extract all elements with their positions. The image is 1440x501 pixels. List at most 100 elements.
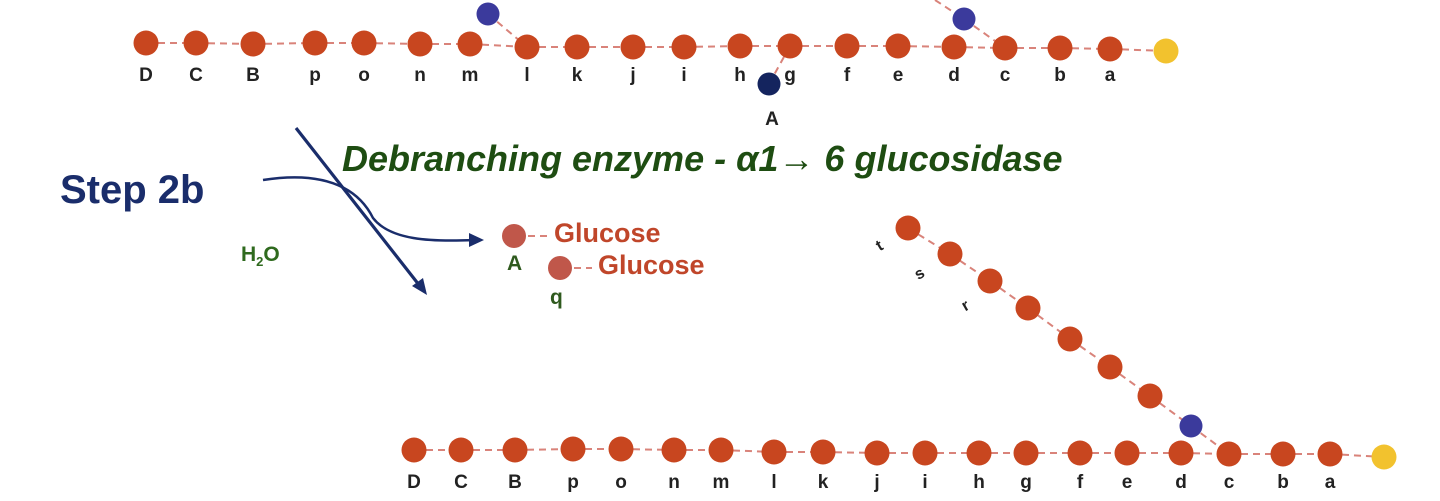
top-chain-bond xyxy=(897,45,955,48)
top-glucose-residue xyxy=(777,33,803,59)
bottom-residue-label: j xyxy=(873,472,879,493)
bottom-chain-bond xyxy=(1329,453,1385,458)
branch-glucose-residue xyxy=(977,268,1003,294)
top-residue-label: l xyxy=(524,65,529,86)
bottom-glucose-residue xyxy=(1013,440,1039,466)
glycosidic-bonds xyxy=(146,0,1385,458)
bottom-residue-label: d xyxy=(1175,472,1187,493)
product-glucose-2: Glucose xyxy=(598,250,705,280)
top-residue-label: j xyxy=(629,65,635,86)
top-chain-bond xyxy=(195,42,254,45)
bottom-residue-label: b xyxy=(1277,472,1289,493)
bottom-glucose-residue xyxy=(448,437,474,463)
bottom-glucose-residue xyxy=(761,439,787,465)
bottom-residue-label: i xyxy=(922,472,927,493)
top-chain-bond xyxy=(363,42,421,45)
top-glucose-residue xyxy=(302,30,328,56)
top-branch-link-residue xyxy=(476,2,500,26)
branch-glucose-residue xyxy=(1057,326,1083,352)
branch-residue-label: r xyxy=(959,297,973,315)
top-residue-label: h xyxy=(734,65,746,86)
bottom-reducing-end xyxy=(1371,444,1397,470)
bottom-chain-bond xyxy=(620,448,675,451)
glucose-residues xyxy=(133,2,1397,470)
top-glucose-residue xyxy=(133,30,159,56)
bottom-residue-label: l xyxy=(771,472,776,493)
top-glucose-residue xyxy=(834,33,860,59)
bottom-residue-label: C xyxy=(454,472,468,493)
bottom-glucose-residue xyxy=(912,440,938,466)
bottom-glucose-residue xyxy=(1270,441,1296,467)
bottom-residue-label: h xyxy=(973,472,985,493)
top-residue-label: p xyxy=(309,65,321,86)
water-o: O xyxy=(263,243,280,266)
water-subscript: 2 xyxy=(256,254,264,270)
top-chain-bond xyxy=(469,43,528,48)
side-product-arrowhead xyxy=(469,233,484,247)
bottom-glucose-residue xyxy=(661,437,687,463)
branch-glucose-residue xyxy=(1097,354,1123,380)
top-residue-label: m xyxy=(462,65,479,86)
top-residue-label: o xyxy=(358,65,370,86)
bottom-residue-label: B xyxy=(508,472,522,493)
released-glucose-residue xyxy=(548,256,572,280)
top-glucose-residue xyxy=(183,30,209,56)
bottom-glucose-residue xyxy=(1067,440,1093,466)
bottom-glucose-residue xyxy=(810,439,836,465)
top-residue-label: d xyxy=(948,65,960,86)
bottom-glucose-residue xyxy=(401,437,427,463)
branch-residue-label: s xyxy=(912,264,928,283)
top-glucose-residue xyxy=(992,35,1018,61)
bottom-residue-label: a xyxy=(1325,472,1336,493)
bottom-chain-bond xyxy=(720,449,775,453)
bottom-glucose-residue xyxy=(864,440,890,466)
product-glucose-1: Glucose xyxy=(554,218,661,248)
bottom-residue-label: n xyxy=(668,472,680,493)
top-residue-label: g xyxy=(784,65,796,86)
water-label: H2O xyxy=(241,243,280,269)
branch-residue-label: t xyxy=(873,237,887,255)
top-glucose-residue xyxy=(564,34,590,60)
top-residue-label: B xyxy=(246,65,260,86)
top-glucose-residue xyxy=(514,34,540,60)
reaction-arrow-main xyxy=(294,127,425,291)
top-residue-label: n xyxy=(414,65,426,86)
side-product-arrow xyxy=(262,176,475,242)
top-residue-label: c xyxy=(1000,65,1011,86)
product-residue-label-2: q xyxy=(550,286,563,309)
branch-glucose-residue xyxy=(1137,383,1163,409)
branch-point-residue xyxy=(757,72,781,96)
water-h: H xyxy=(241,243,257,266)
bottom-residue-label: c xyxy=(1224,472,1235,493)
top-glucose-residue xyxy=(407,31,433,57)
bottom-glucose-residue xyxy=(1168,440,1194,466)
top-glucose-residue xyxy=(885,33,911,59)
bottom-residue-label: m xyxy=(713,472,730,493)
top-residue-label: C xyxy=(189,65,203,86)
reaction-arrows xyxy=(262,127,484,295)
bottom-branch-bond xyxy=(1027,307,1071,340)
branch-glucose-residue xyxy=(1015,295,1041,321)
bottom-residue-label: D xyxy=(407,472,421,493)
top-glucose-residue xyxy=(351,30,377,56)
top-residue-label: a xyxy=(1105,65,1116,86)
product-residue-label-1: A xyxy=(507,252,523,275)
bottom-glucose-residue xyxy=(708,437,734,463)
reaction-arrowhead xyxy=(412,278,427,295)
top-residue-label: D xyxy=(139,65,153,86)
bottom-residue-label: o xyxy=(615,472,627,493)
top-glucose-residue xyxy=(1097,36,1123,62)
bottom-glucose-residue xyxy=(608,436,634,462)
top-residue-label: e xyxy=(893,65,904,86)
bottom-residue-label: f xyxy=(1077,472,1084,493)
branch-glucose-residue xyxy=(937,241,963,267)
released-glucose-residue xyxy=(502,224,526,248)
top-glucose-residue xyxy=(620,34,646,60)
bottom-glucose-residue xyxy=(1317,441,1343,467)
top-residue-label: i xyxy=(681,65,686,86)
top-residue-label: b xyxy=(1054,65,1066,86)
bottom-glucose-residue xyxy=(1216,441,1242,467)
bottom-residue-label: k xyxy=(818,472,829,493)
